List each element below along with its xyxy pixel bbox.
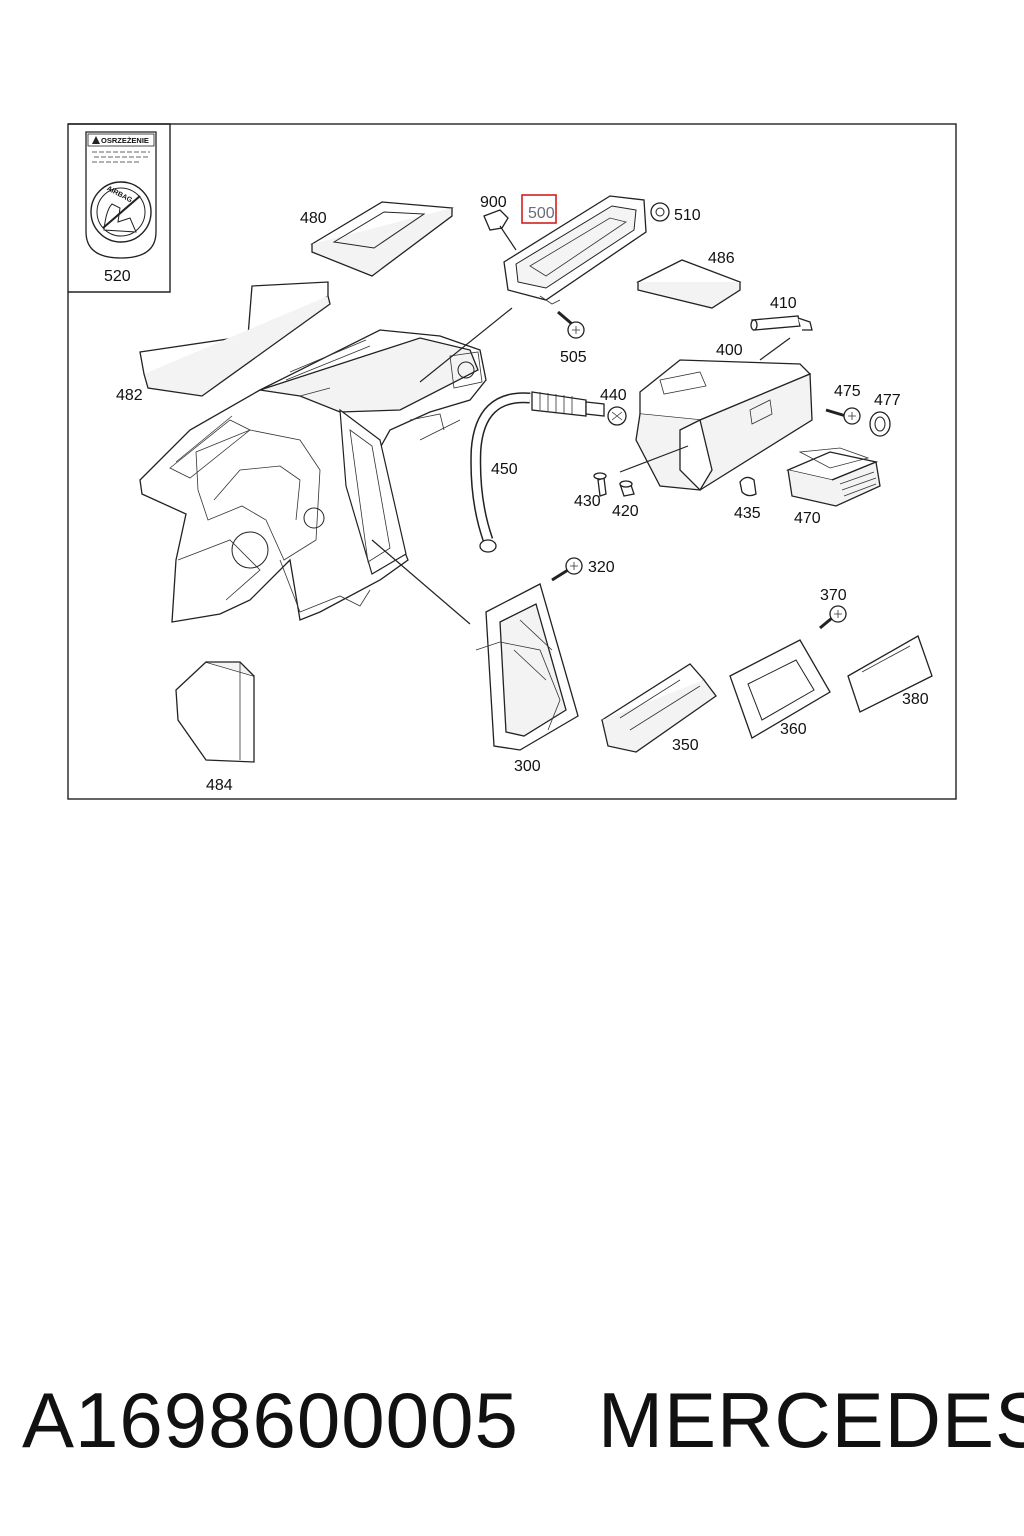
parts-diagram: OSRZEŻENIE AIRBAG 520 480 482	[67, 123, 957, 800]
part-370-screw[interactable]	[819, 605, 847, 630]
callout-482: 482	[116, 387, 143, 404]
callout-410: 410	[770, 295, 797, 312]
callout-505: 505	[560, 349, 587, 366]
part-number: A1698600005	[22, 1376, 519, 1464]
callout-435: 435	[734, 505, 761, 522]
part-470-ashtray[interactable]	[785, 447, 881, 507]
part-482-cover[interactable]	[139, 281, 331, 397]
part-380-panel[interactable]	[847, 635, 933, 713]
part-500-airbag[interactable]	[503, 195, 647, 305]
leader-300	[371, 539, 471, 625]
part-320-screw[interactable]	[551, 557, 583, 582]
warning-sticker-520[interactable]: OSRZEŻENIE AIRBAG	[85, 131, 157, 259]
part-475-screw[interactable]	[825, 407, 861, 425]
part-360-frame[interactable]	[729, 639, 831, 739]
callout-320: 320	[588, 559, 615, 576]
part-900-connector[interactable]	[483, 209, 517, 251]
callout-470: 470	[794, 510, 821, 527]
part-430-screw[interactable]	[593, 472, 607, 497]
part-400-glovebox[interactable]	[635, 359, 813, 492]
part-350-bin[interactable]	[600, 663, 717, 753]
warning-heading: OSRZEŻENIE	[101, 136, 149, 145]
callout-370: 370	[820, 587, 847, 604]
leader-400	[619, 445, 689, 473]
callout-520: 520	[104, 268, 131, 285]
callout-440: 440	[600, 387, 627, 404]
callout-486: 486	[708, 250, 735, 267]
callout-477: 477	[874, 392, 901, 409]
callout-430: 430	[574, 493, 601, 510]
part-450-hose[interactable]	[470, 391, 605, 553]
part-477-cap[interactable]	[869, 411, 891, 437]
callout-475: 475	[834, 383, 861, 400]
callout-400: 400	[716, 342, 743, 359]
part-420-clip[interactable]	[619, 480, 635, 497]
brand-name: MERCEDES	[598, 1376, 1024, 1464]
diagram-frame	[67, 123, 957, 800]
callout-484: 484	[206, 777, 233, 794]
part-410-pin[interactable]	[750, 315, 813, 331]
callout-900: 900	[480, 194, 507, 211]
part-440-clip[interactable]	[607, 406, 627, 426]
part-505-screw[interactable]	[557, 310, 585, 339]
callout-480: 480	[300, 210, 327, 227]
callout-300: 300	[514, 758, 541, 775]
leader-500	[419, 307, 513, 383]
callout-350: 350	[672, 737, 699, 754]
callout-420: 420	[612, 503, 639, 520]
callout-450: 450	[491, 461, 518, 478]
part-484-block[interactable]	[175, 661, 255, 763]
callout-500[interactable]: 500	[528, 205, 555, 222]
part-510-nut[interactable]	[650, 202, 670, 222]
part-dashboard-body[interactable]	[139, 329, 487, 623]
callout-510: 510	[674, 207, 701, 224]
part-435-clip[interactable]	[739, 476, 757, 497]
highlight-box-500	[521, 194, 557, 224]
leader-410	[759, 337, 791, 361]
part-300-console[interactable]	[475, 583, 579, 751]
part-480-tray[interactable]	[310, 201, 454, 277]
callout-360: 360	[780, 721, 807, 738]
callout-380: 380	[902, 691, 929, 708]
part-486-pad[interactable]	[636, 259, 742, 309]
inset-frame	[68, 123, 171, 293]
footer: A1698600005 MERCEDES	[0, 1370, 1024, 1480]
